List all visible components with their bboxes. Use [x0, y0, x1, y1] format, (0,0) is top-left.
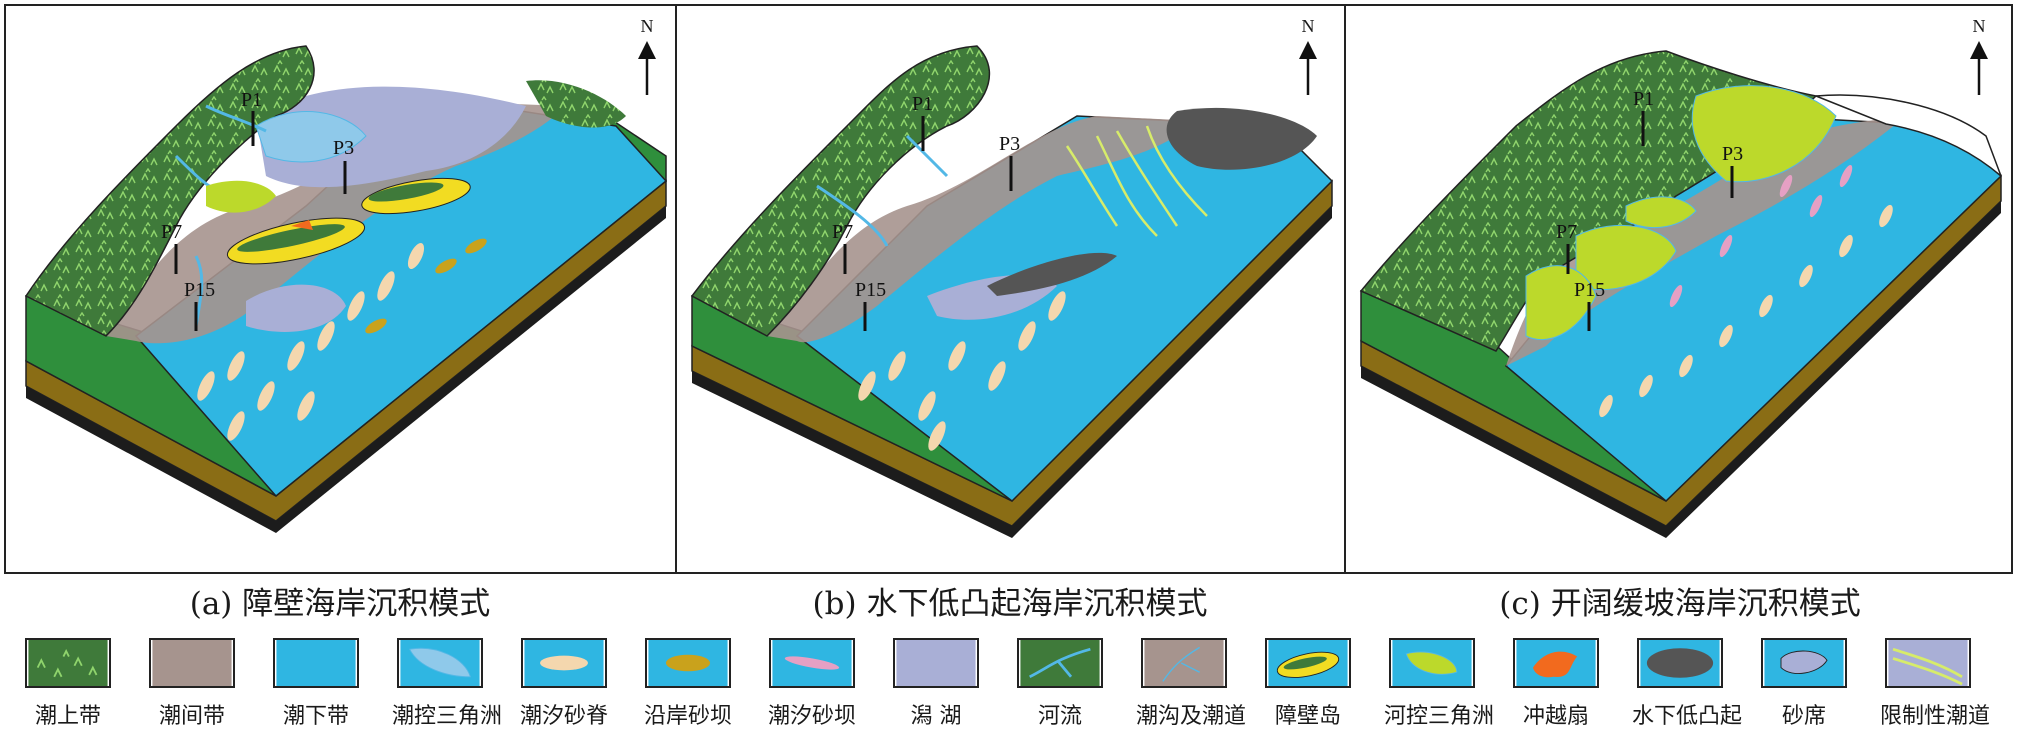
tidal-delta-swatch-icon — [397, 638, 483, 688]
north-arrow-a: N — [632, 16, 662, 101]
well-p3-label: P3 — [1722, 143, 1743, 165]
well-p1-label: P1 — [241, 89, 262, 111]
legend-restricted-channel: 限制性潮道 — [1880, 638, 1990, 730]
uplift-bar — [987, 252, 1117, 296]
caption-b: (b) 水下低凸起海岸沉积模式 — [812, 586, 1208, 622]
well-p3-label: P3 — [333, 137, 354, 159]
panel-c-open-ramp-coast: P1 P3 P7 P15 N — [1344, 4, 2013, 574]
submarine-uplift-swatch-icon — [1637, 638, 1723, 688]
supratidal-zone — [24, 45, 315, 337]
panel-a-barrier-coast: P1 P3 P7 P15 N — [4, 4, 677, 574]
legend-barrier-island: 障壁岛 — [1260, 638, 1356, 730]
well-p7-label: P7 — [832, 221, 853, 243]
legend-submarine-uplift: 水下低凸起 — [1632, 638, 1742, 730]
river-delta — [206, 180, 276, 213]
tidal-sand-ridges — [197, 243, 425, 441]
washover-fan-swatch-icon — [1513, 638, 1599, 688]
restricted-channel-swatch-icon — [1885, 638, 1971, 688]
well-p7-label: P7 — [161, 221, 182, 243]
well-p15-label: P15 — [1574, 279, 1605, 301]
restricted-channels — [1065, 125, 1208, 237]
lagoon-swatch-icon — [893, 638, 979, 688]
well-p3-label: P3 — [999, 133, 1020, 155]
legend-sand-ridge: 潮汐砂脊 — [516, 638, 612, 730]
legend-supratidal: 潮上带 — [20, 638, 116, 730]
legend-tidal-delta: 潮控三角洲 — [392, 638, 502, 730]
well-p1-label: P1 — [1633, 88, 1654, 110]
wells-b: P1 P3 P7 P15 — [832, 93, 1020, 331]
legend-longshore-bar: 沿岸砂坝 — [640, 638, 736, 730]
sand-sheet-swatch-icon — [1761, 638, 1847, 688]
tidal-delta-p1 — [255, 111, 367, 163]
legend: 潮上带 潮间带 潮下带 潮控三角洲 潮汐砂脊 沿岸砂坝 潮汐砂坝 潟 湖 河流 … — [20, 638, 2010, 729]
intertidal-zone — [1506, 116, 1906, 366]
legend-river-delta: 河控三角洲 — [1384, 638, 1494, 730]
longshore-bars — [365, 238, 487, 334]
block-diagram-c — [1359, 50, 2003, 538]
tidal-sand-ridge-swatch-icon — [521, 638, 607, 688]
legend-lagoon: 潟 湖 — [888, 638, 984, 730]
subtidal-swatch-icon — [273, 638, 359, 688]
barrier-island-swatch-icon — [1265, 638, 1351, 688]
legend-washover-fan: 冲越扇 — [1508, 638, 1604, 730]
panel-b-uplift-coast: P1 P3 P7 P15 N — [675, 4, 1346, 574]
well-p7-label: P7 — [1556, 221, 1577, 243]
intertidal-swatch-icon — [149, 638, 235, 688]
tidal-bar-swatch-icon — [769, 638, 855, 688]
well-p15-label: P15 — [855, 279, 886, 301]
legend-sand-sheet: 砂席 — [1756, 638, 1852, 730]
legend-river: 河流 — [1012, 638, 1108, 730]
lagoon — [256, 86, 526, 188]
river-deltas — [1525, 85, 1837, 341]
submarine-uplift — [1166, 107, 1317, 170]
caption-a: (a) 障壁海岸沉积模式 — [189, 586, 491, 622]
wells-a: P1 P3 P7 P15 — [161, 89, 354, 331]
block-diagram-a — [24, 45, 668, 533]
north-arrow-b: N — [1293, 16, 1323, 101]
river-delta-swatch-icon — [1389, 638, 1475, 688]
supratidal-swatch-icon — [25, 638, 111, 688]
well-p15-label: P15 — [184, 279, 215, 301]
legend-subtidal: 潮下带 — [268, 638, 364, 730]
legend-tidal-bar: 潮汐砂坝 — [764, 638, 860, 730]
legend-tidal-channel: 潮沟及潮道 — [1136, 638, 1246, 730]
longshore-bar-swatch-icon — [645, 638, 731, 688]
intertidal-zone — [767, 116, 1197, 343]
wells-c: P1 P3 P7 P15 — [1556, 88, 1743, 331]
tidal-channel-swatch-icon — [1141, 638, 1227, 688]
legend-intertidal: 潮间带 — [144, 638, 240, 730]
block-diagram-b — [690, 45, 1334, 538]
river-swatch-icon — [1017, 638, 1103, 688]
well-p1-label: P1 — [912, 93, 933, 115]
washover-fan — [291, 220, 313, 230]
caption-c: (c) 开阔缓坡海岸沉积模式 — [1499, 586, 1861, 622]
supratidal-zone — [690, 45, 990, 337]
north-arrow-c: N — [1964, 16, 1994, 101]
